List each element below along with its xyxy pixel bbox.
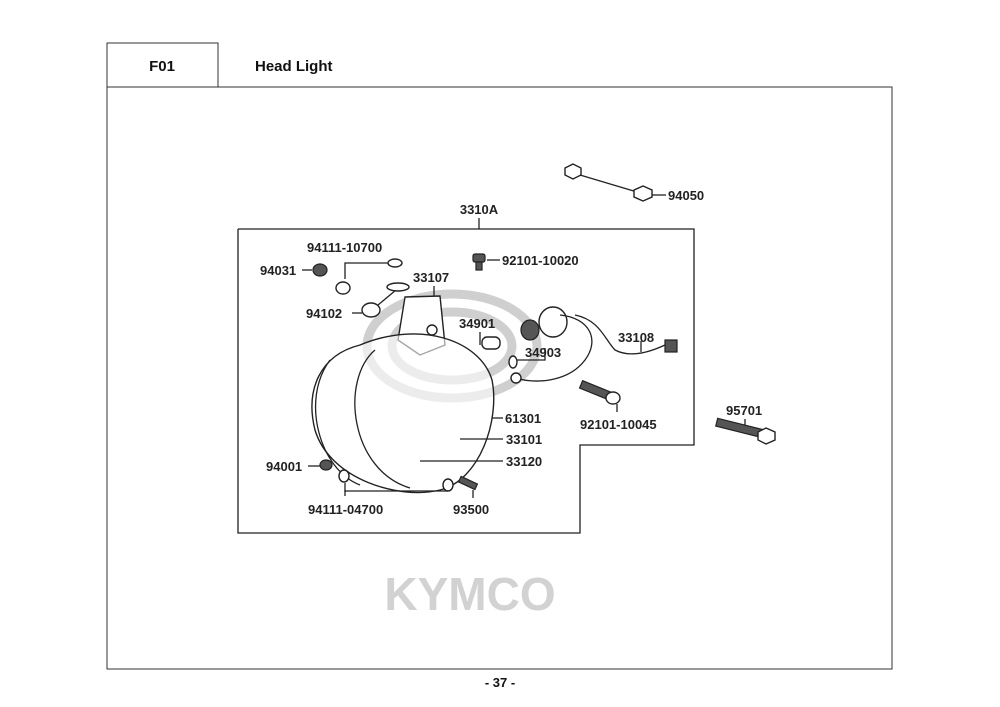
part-number-label: 34901 [459, 316, 495, 331]
part-number-label: 33120 [506, 454, 542, 469]
part-94001[interactable]: 94001 [266, 459, 333, 474]
part-number-label: 94001 [266, 459, 302, 474]
part-33108[interactable]: 33108 [510, 306, 678, 384]
diagram-frame [106, 86, 893, 670]
part-94050[interactable]: 94050 [564, 163, 704, 203]
part-number-label: 94111-04700 [308, 502, 383, 517]
assembly-outline [237, 228, 695, 534]
part-93500[interactable]: 93500 [453, 475, 489, 517]
part-94111-10700[interactable]: 94111-10700 [307, 240, 403, 295]
part-94111-04700[interactable]: 94111-04700 [308, 469, 454, 517]
part-92101-10045[interactable]: 92101-10045 [578, 379, 657, 432]
part-92101-10020[interactable]: 92101-10020 [472, 253, 579, 271]
headlight-housing[interactable] [311, 333, 495, 494]
part-number-label: 33107 [413, 270, 449, 285]
part-number-label: 92101-10045 [580, 417, 657, 432]
part-94031[interactable]: 94031 [260, 263, 328, 278]
watermark-text: KYMCO [384, 568, 555, 620]
section-code: F01 [149, 58, 175, 75]
part-61301[interactable]: 61301 [492, 411, 541, 426]
part-95701[interactable]: 95701 [715, 403, 776, 445]
part-number-label: 95701 [726, 403, 762, 418]
part-number-label: 33108 [618, 330, 654, 345]
part-number-label: 93500 [453, 502, 489, 517]
part-34901[interactable]: 34901 [459, 316, 501, 350]
part-number-label: 33101 [506, 432, 542, 447]
assembly-label: 3310A [460, 202, 499, 217]
page-number: - 37 - [485, 675, 515, 690]
part-number-label: 94031 [260, 263, 296, 278]
part-number-label: 94102 [306, 306, 342, 321]
part-number-label: 34903 [525, 345, 561, 360]
part-33101[interactable]: 33101 [460, 432, 542, 447]
section-title: Head Light [255, 58, 333, 75]
part-number-label: 61301 [505, 411, 541, 426]
part-number-label: 92101-10020 [502, 253, 579, 268]
part-number-label: 94111-10700 [307, 240, 382, 255]
part-33120[interactable]: 33120 [420, 454, 542, 469]
part-94102[interactable]: 94102 [306, 282, 410, 321]
part-number-label: 94050 [668, 188, 704, 203]
part-34903[interactable]: 34903 [508, 345, 561, 369]
